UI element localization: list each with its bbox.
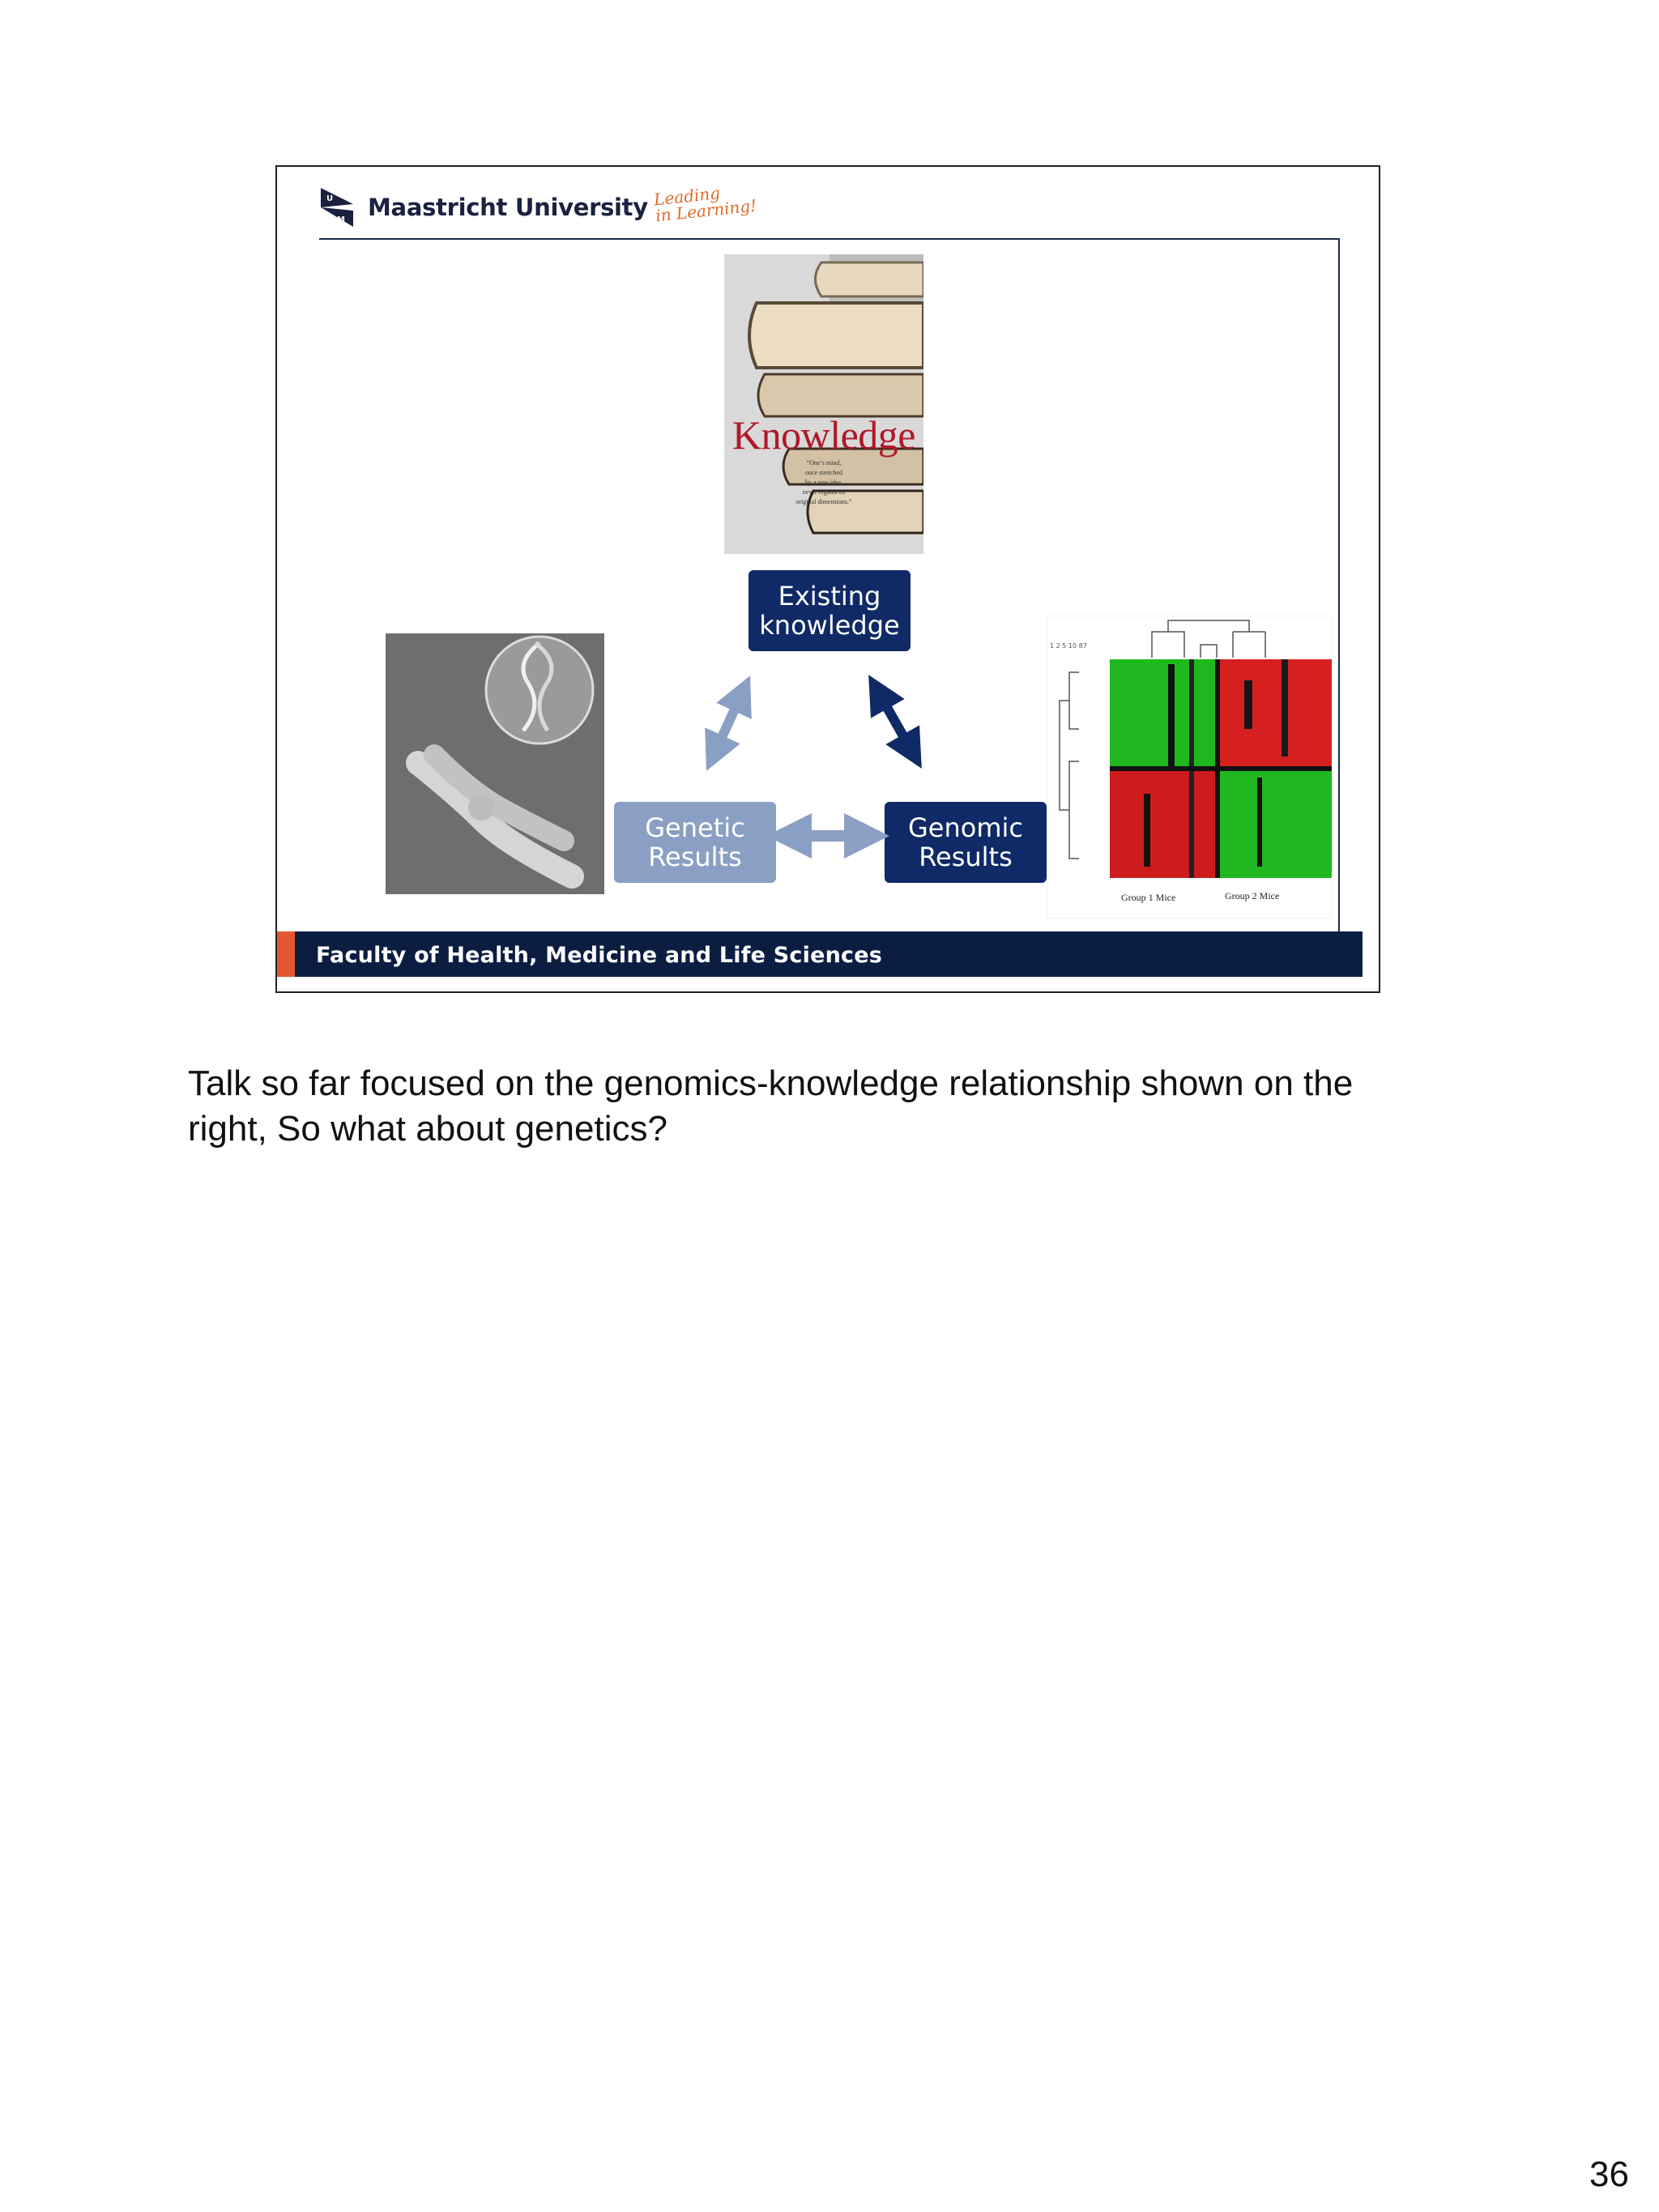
footer-text: Faculty of Health, Medicine and Life Sci…: [316, 943, 883, 968]
book-quote-line: never regains its: [802, 488, 846, 496]
heatmap-graphic: 1 2 5 10 87 Group 1 Mice Group 2 Mice: [1046, 615, 1333, 919]
header-vertical-rule: [1338, 238, 1340, 935]
book-quote-line: by a new idea,: [804, 479, 843, 486]
genomic-results-line-2: Results: [919, 842, 1013, 872]
heatmap-group-2-label: Group 2 Mice: [1225, 890, 1279, 901]
genetic-results-node: Genetic Results: [614, 802, 776, 883]
book-stack-icon: [724, 254, 925, 554]
university-slogan: Leading in Learning!: [653, 181, 757, 225]
university-logo-mark-icon: U M: [321, 188, 353, 227]
footer-accent: [277, 931, 295, 977]
genomic-results-node: Genomic Results: [885, 802, 1047, 883]
book-quote: “One’s mind, once stretched by a new ide…: [724, 458, 923, 507]
book-quote-line: once stretched: [805, 469, 842, 476]
slide-footer: Faculty of Health, Medicine and Life Sci…: [277, 931, 1363, 977]
chromosome-image: [386, 633, 604, 894]
genomic-knowledge-arrow: [868, 675, 922, 769]
existing-knowledge-line-1: Existing: [778, 581, 881, 612]
genetic-knowledge-arrow: [705, 676, 752, 771]
book-title: Knowledge: [732, 412, 916, 458]
book-quote-line: “One’s mind,: [806, 459, 842, 467]
genetic-results-line-2: Results: [648, 842, 742, 872]
heatmap-group-1-label: Group 1 Mice: [1121, 892, 1175, 903]
heatmap-top-numbers: 1 2 5 10 87: [1050, 642, 1087, 650]
university-logo: U M Maastricht University Leading in Lea…: [319, 183, 757, 228]
header-rule: [319, 238, 1340, 240]
existing-knowledge-node: Existing knowledge: [748, 570, 911, 651]
slide-frame: U M Maastricht University Leading in Lea…: [275, 165, 1380, 993]
book-quote-line: original dimensions.”: [795, 498, 852, 505]
university-name: Maastricht University: [368, 194, 648, 221]
genetic-results-line-1: Genetic: [645, 812, 745, 843]
genomic-results-line-1: Genomic: [908, 812, 1023, 843]
knowledge-book-image: Knowledge “One’s mind, once stretched by…: [724, 254, 925, 554]
speaker-note-line-1: Talk so far focused on the genomics-know…: [188, 1063, 1354, 1103]
heatmap-image: 1 2 5 10 87 Group 1 Mice Group 2 Mice: [1046, 615, 1333, 919]
speaker-note: Talk so far focused on the genomics-know…: [188, 1061, 1452, 1152]
logo-letter-u: U: [326, 194, 333, 203]
existing-knowledge-line-2: knowledge: [759, 610, 900, 641]
speaker-note-line-2: right, So what about genetics?: [188, 1109, 667, 1149]
chromosome-dna-icon: [386, 633, 604, 894]
logo-letter-m: M: [337, 215, 345, 224]
page-number: 36: [1589, 2154, 1629, 2194]
